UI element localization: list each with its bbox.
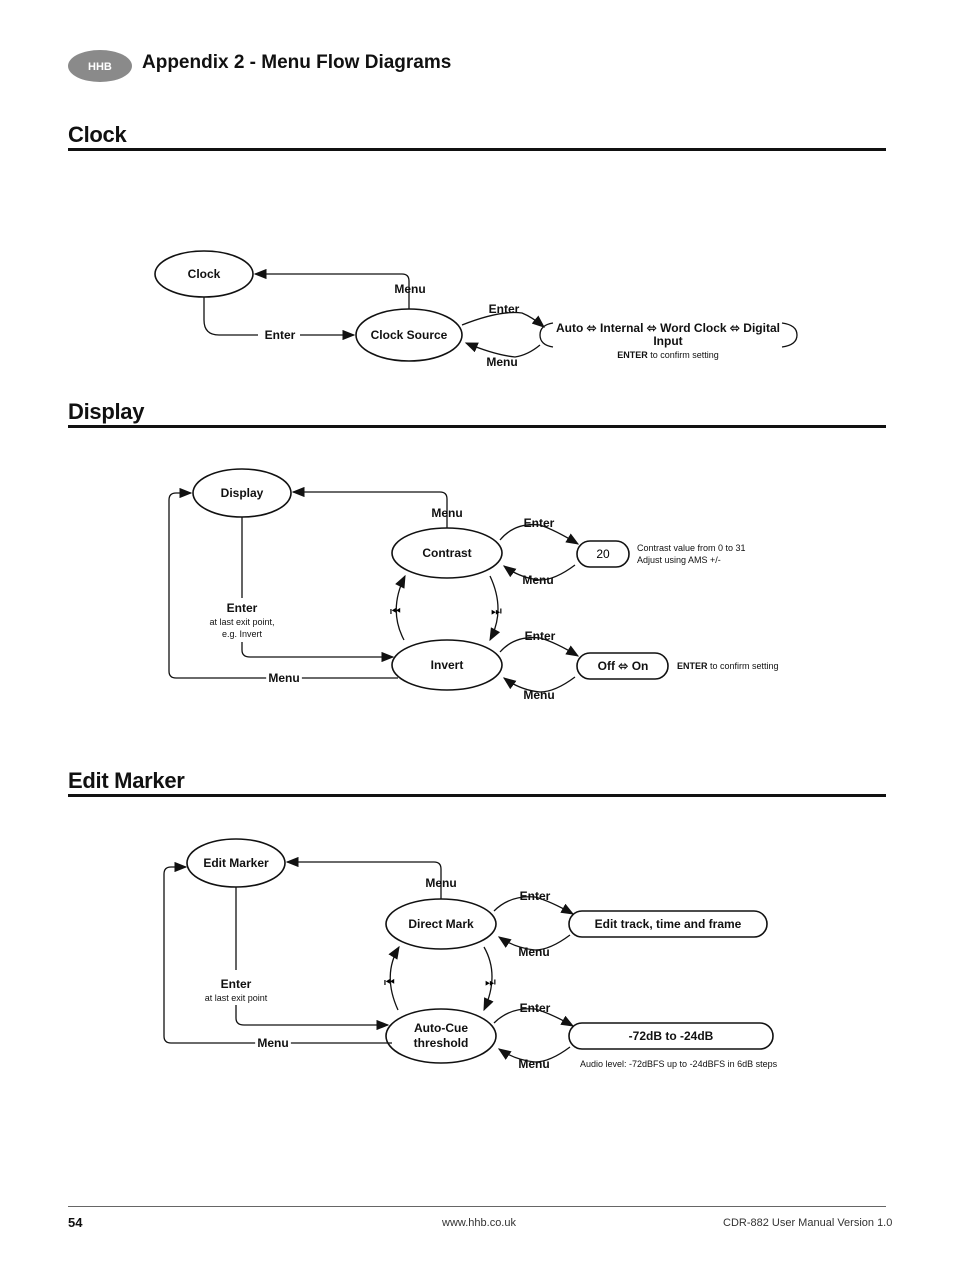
arrow-next [483, 946, 494, 1012]
node-display-label: Display [221, 486, 264, 500]
bracket-left [539, 322, 554, 348]
bracket-right [781, 322, 798, 348]
section-rule [68, 794, 886, 797]
label-enter-note: at last exit point [205, 993, 268, 1003]
arrow-enter-contrast [499, 523, 580, 545]
footer-rule [68, 1206, 886, 1207]
node-invert [391, 639, 503, 691]
clock-flow-diagram: Clock Clock Source Menu Enter Enter Menu… [154, 250, 798, 369]
arrow-menu-back [464, 342, 541, 358]
node-contrast-label: Contrast [422, 546, 471, 560]
arrow-menu-cue [497, 1046, 571, 1063]
label-enter: Enter [524, 516, 555, 530]
node-auto-cue [385, 1008, 497, 1064]
label-enter: Enter [489, 302, 520, 316]
section-title-edit-marker: Edit Marker [68, 768, 185, 793]
contrast-value: 20 [596, 547, 610, 561]
label-menu: Menu [523, 688, 554, 702]
arrow-menu-invert [502, 676, 576, 693]
section-title-display: Display [68, 399, 145, 424]
node-clock-label: Clock [188, 267, 221, 281]
arrow-enter-direct [493, 896, 575, 915]
logo-text: HHB [88, 61, 112, 73]
node-auto-cue-label: Auto-Cue [414, 1021, 468, 1035]
next-track-icon: ⏭ [491, 604, 502, 618]
invert-options: Off ⬄ On [598, 659, 649, 673]
direct-mark-text: Edit track, time and frame [595, 917, 742, 931]
arrow-menu-contrast [502, 564, 576, 581]
arrow-next [489, 575, 501, 642]
page-number: 54 [68, 1215, 83, 1230]
node-direct-mark-label: Direct Mark [408, 917, 474, 931]
label-menu: Menu [425, 876, 456, 890]
page-header-title: Appendix 2 - Menu Flow Diagrams [142, 52, 452, 73]
node-clock-source-label: Clock Source [371, 328, 448, 342]
arrow-menu-loop [168, 487, 398, 679]
confirm-note: ENTER to confirm setting [677, 661, 779, 671]
clock-source-options: Auto ⬄ Internal ⬄ Word Clock ⬄ Digital [556, 321, 780, 335]
section-rule [68, 148, 886, 151]
label-enter: Enter [525, 629, 556, 643]
section-rule [68, 425, 886, 428]
hhb-logo: HHB [68, 50, 132, 82]
next-track-icon: ⏭ [485, 975, 496, 989]
arrow-menu-loop [163, 861, 392, 1044]
label-menu: Menu [522, 573, 553, 587]
arrow-menu-direct [497, 934, 571, 951]
contrast-note: Adjust using AMS +/- [637, 555, 721, 565]
auto-cue-text: -72dB to -24dB [629, 1029, 714, 1043]
prev-track-icon: ⏮ [390, 604, 401, 618]
invert-options-box [576, 652, 669, 680]
contrast-value-box [576, 540, 630, 568]
label-menu: Menu [394, 282, 425, 296]
auto-cue-note: Audio level: -72dBFS up to -24dBFS in 6d… [580, 1059, 778, 1069]
label-menu: Menu [268, 671, 299, 685]
auto-cue-box [568, 1022, 774, 1050]
arrow-enter-to-invert [241, 642, 395, 663]
edit-marker-flow-diagram: Edit Marker Direct Mark Auto-Cue thresho… [163, 838, 778, 1071]
arrow-enter-cue [493, 1008, 575, 1027]
arrow-menu-to-edit-marker [285, 856, 442, 899]
label-enter: Enter [221, 977, 252, 991]
arrow-prev [395, 574, 406, 641]
node-invert-label: Invert [431, 658, 464, 672]
arrow-enter-options [461, 311, 545, 328]
label-menu: Menu [486, 355, 517, 369]
node-edit-marker-label: Edit Marker [203, 856, 269, 870]
contrast-note: Contrast value from 0 to 31 [637, 543, 746, 553]
label-menu: Menu [431, 506, 462, 520]
node-auto-cue-label: threshold [414, 1036, 469, 1050]
label-menu: Menu [518, 945, 549, 959]
label-enter: Enter [520, 889, 551, 903]
clock-source-options-cont: Input [653, 334, 682, 348]
direct-mark-box [568, 910, 768, 938]
footer-manual-version: CDR-882 User Manual Version 1.0 [723, 1217, 893, 1229]
prev-track-icon: ⏮ [384, 975, 395, 989]
arrow-enter-invert [499, 636, 580, 657]
display-flow-diagram: Display Contrast Invert Menu Enter at la… [168, 468, 779, 702]
arrow-enter-to-auto-cue [235, 1005, 390, 1031]
arrow-menu-to-clock [253, 268, 410, 309]
label-menu: Menu [257, 1036, 288, 1050]
label-enter-note: e.g. Invert [222, 629, 263, 639]
label-enter: Enter [520, 1001, 551, 1015]
label-enter: Enter [227, 601, 258, 615]
label-enter: Enter [265, 328, 296, 342]
label-enter-note: at last exit point, [209, 617, 274, 627]
arrow-menu-to-display [291, 486, 448, 528]
section-title-clock: Clock [68, 122, 127, 147]
arrow-prev [388, 945, 400, 1011]
footer-url: www.hhb.co.uk [442, 1217, 516, 1229]
confirm-note: ENTER to confirm setting [617, 350, 719, 360]
line-enter [203, 297, 258, 336]
label-menu: Menu [518, 1057, 549, 1071]
